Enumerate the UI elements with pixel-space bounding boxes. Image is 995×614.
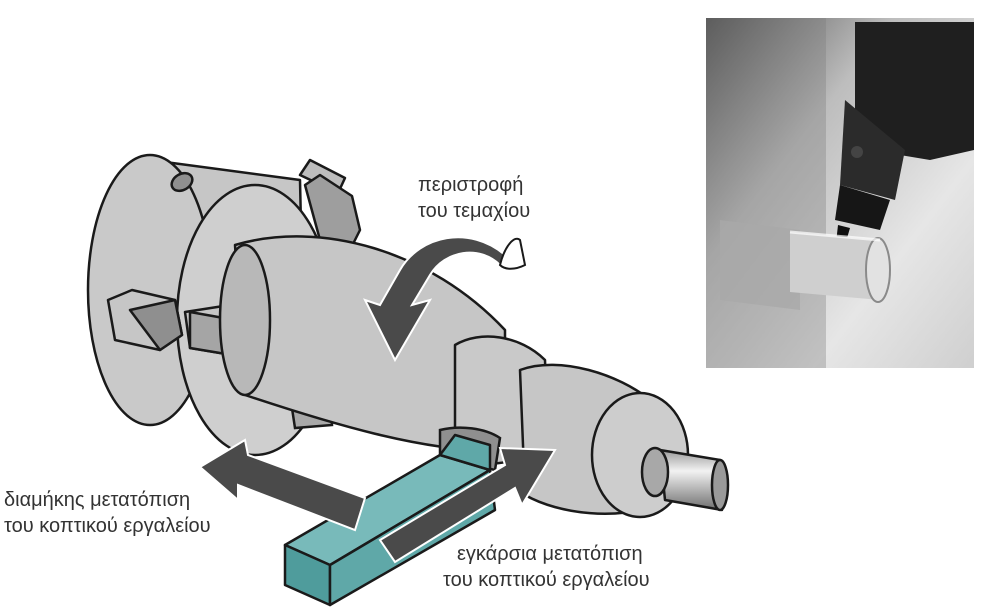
rotation-arrow [363,236,527,363]
rotation-label-line2: του τεμαχίου [418,200,531,222]
workpiece-end-shaft [640,446,730,512]
longitudinal-label-line2: του κοπτικού εργαλείου [4,515,211,537]
chuck-jaw-top [298,158,362,252]
transverse-arrow [378,446,557,564]
workpiece-middle-step [518,363,690,519]
transverse-label-line2: του κοπτικού εργαλείου [443,569,650,591]
transverse-label: εγκάρσια μετατόπιση του κοπτικού εργαλεί… [443,541,650,593]
longitudinal-arrow [198,438,367,532]
transverse-label-line1: εγκάρσια μετατόπιση [457,543,643,565]
longitudinal-label: διαμήκης μετατόπιση του κοπτικού εργαλεί… [4,487,211,539]
longitudinal-label-line1: διαμήκης μετατόπιση [4,489,191,511]
lathe-photo [706,18,974,368]
rotation-label-line1: περιστροφή [418,174,524,196]
rotation-label: περιστροφή του τεμαχίου [418,172,530,224]
